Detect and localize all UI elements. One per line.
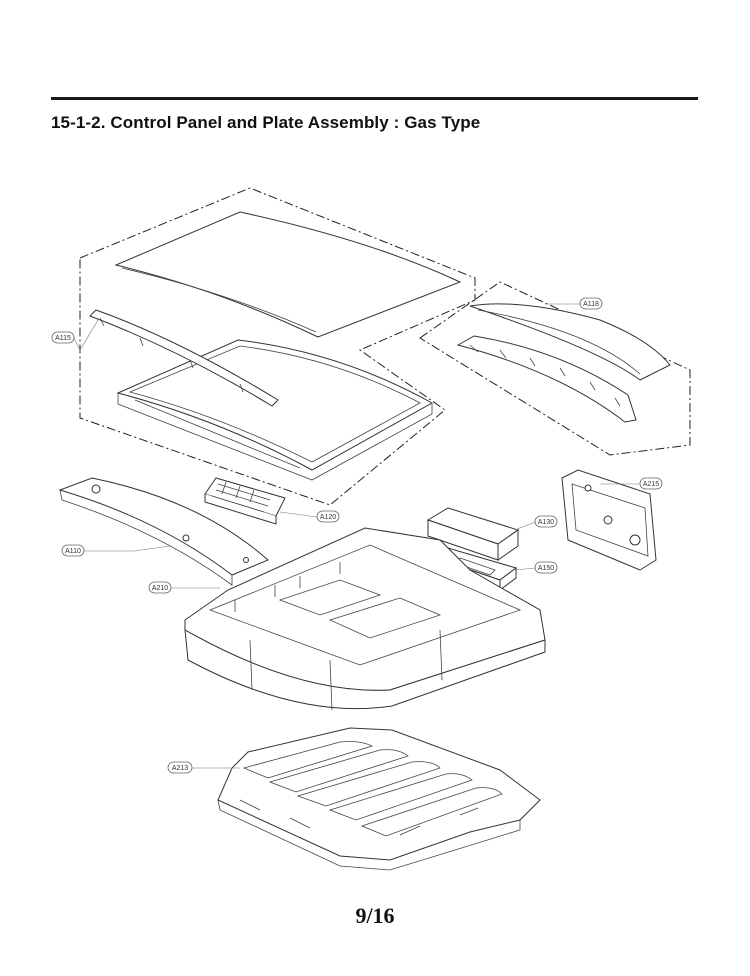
callout-a120-label: A120 bbox=[320, 514, 336, 521]
callout-a210-label: A210 bbox=[152, 585, 168, 592]
header-rule bbox=[51, 97, 698, 100]
part-a118-bracket bbox=[456, 335, 637, 423]
callout-a130: A130 bbox=[534, 515, 558, 528]
part-a115-frame bbox=[116, 339, 434, 481]
callout-a213-label: A213 bbox=[172, 765, 188, 772]
callout-a213: A213 bbox=[167, 761, 193, 774]
callout-a110-label: A110 bbox=[65, 548, 81, 555]
callout-a110: A110 bbox=[61, 544, 85, 557]
callout-a118: A118 bbox=[579, 297, 603, 310]
callout-a130-label: A130 bbox=[538, 519, 554, 526]
callout-a215: A215 bbox=[639, 477, 663, 490]
part-a130-module bbox=[426, 507, 520, 561]
part-a115-glass bbox=[114, 211, 462, 338]
assembly-boundary-a118 bbox=[419, 281, 691, 456]
part-a120-pcb bbox=[204, 477, 286, 525]
part-a215-bracket bbox=[561, 469, 657, 571]
callout-a115: A115 bbox=[51, 331, 75, 344]
part-a115-trim-strip bbox=[89, 309, 279, 407]
callout-a150-label: A150 bbox=[538, 565, 554, 572]
part-a110-panel bbox=[58, 477, 269, 586]
callout-a118-label: A118 bbox=[583, 301, 599, 308]
part-a118-cover bbox=[469, 303, 671, 381]
page-title: 15-1-2. Control Panel and Plate Assembly… bbox=[51, 113, 481, 132]
assembly-boundary-a115 bbox=[79, 187, 476, 506]
part-a213-bottom bbox=[217, 727, 541, 871]
page-number: 9/16 bbox=[355, 903, 395, 928]
callout-a115-label: A115 bbox=[55, 335, 71, 342]
callout-a120: A120 bbox=[316, 510, 340, 523]
callout-a210: A210 bbox=[148, 581, 172, 594]
part-a210-plate bbox=[184, 527, 546, 711]
callout-a215-label: A215 bbox=[643, 481, 659, 488]
callout-a150: A150 bbox=[534, 561, 558, 574]
